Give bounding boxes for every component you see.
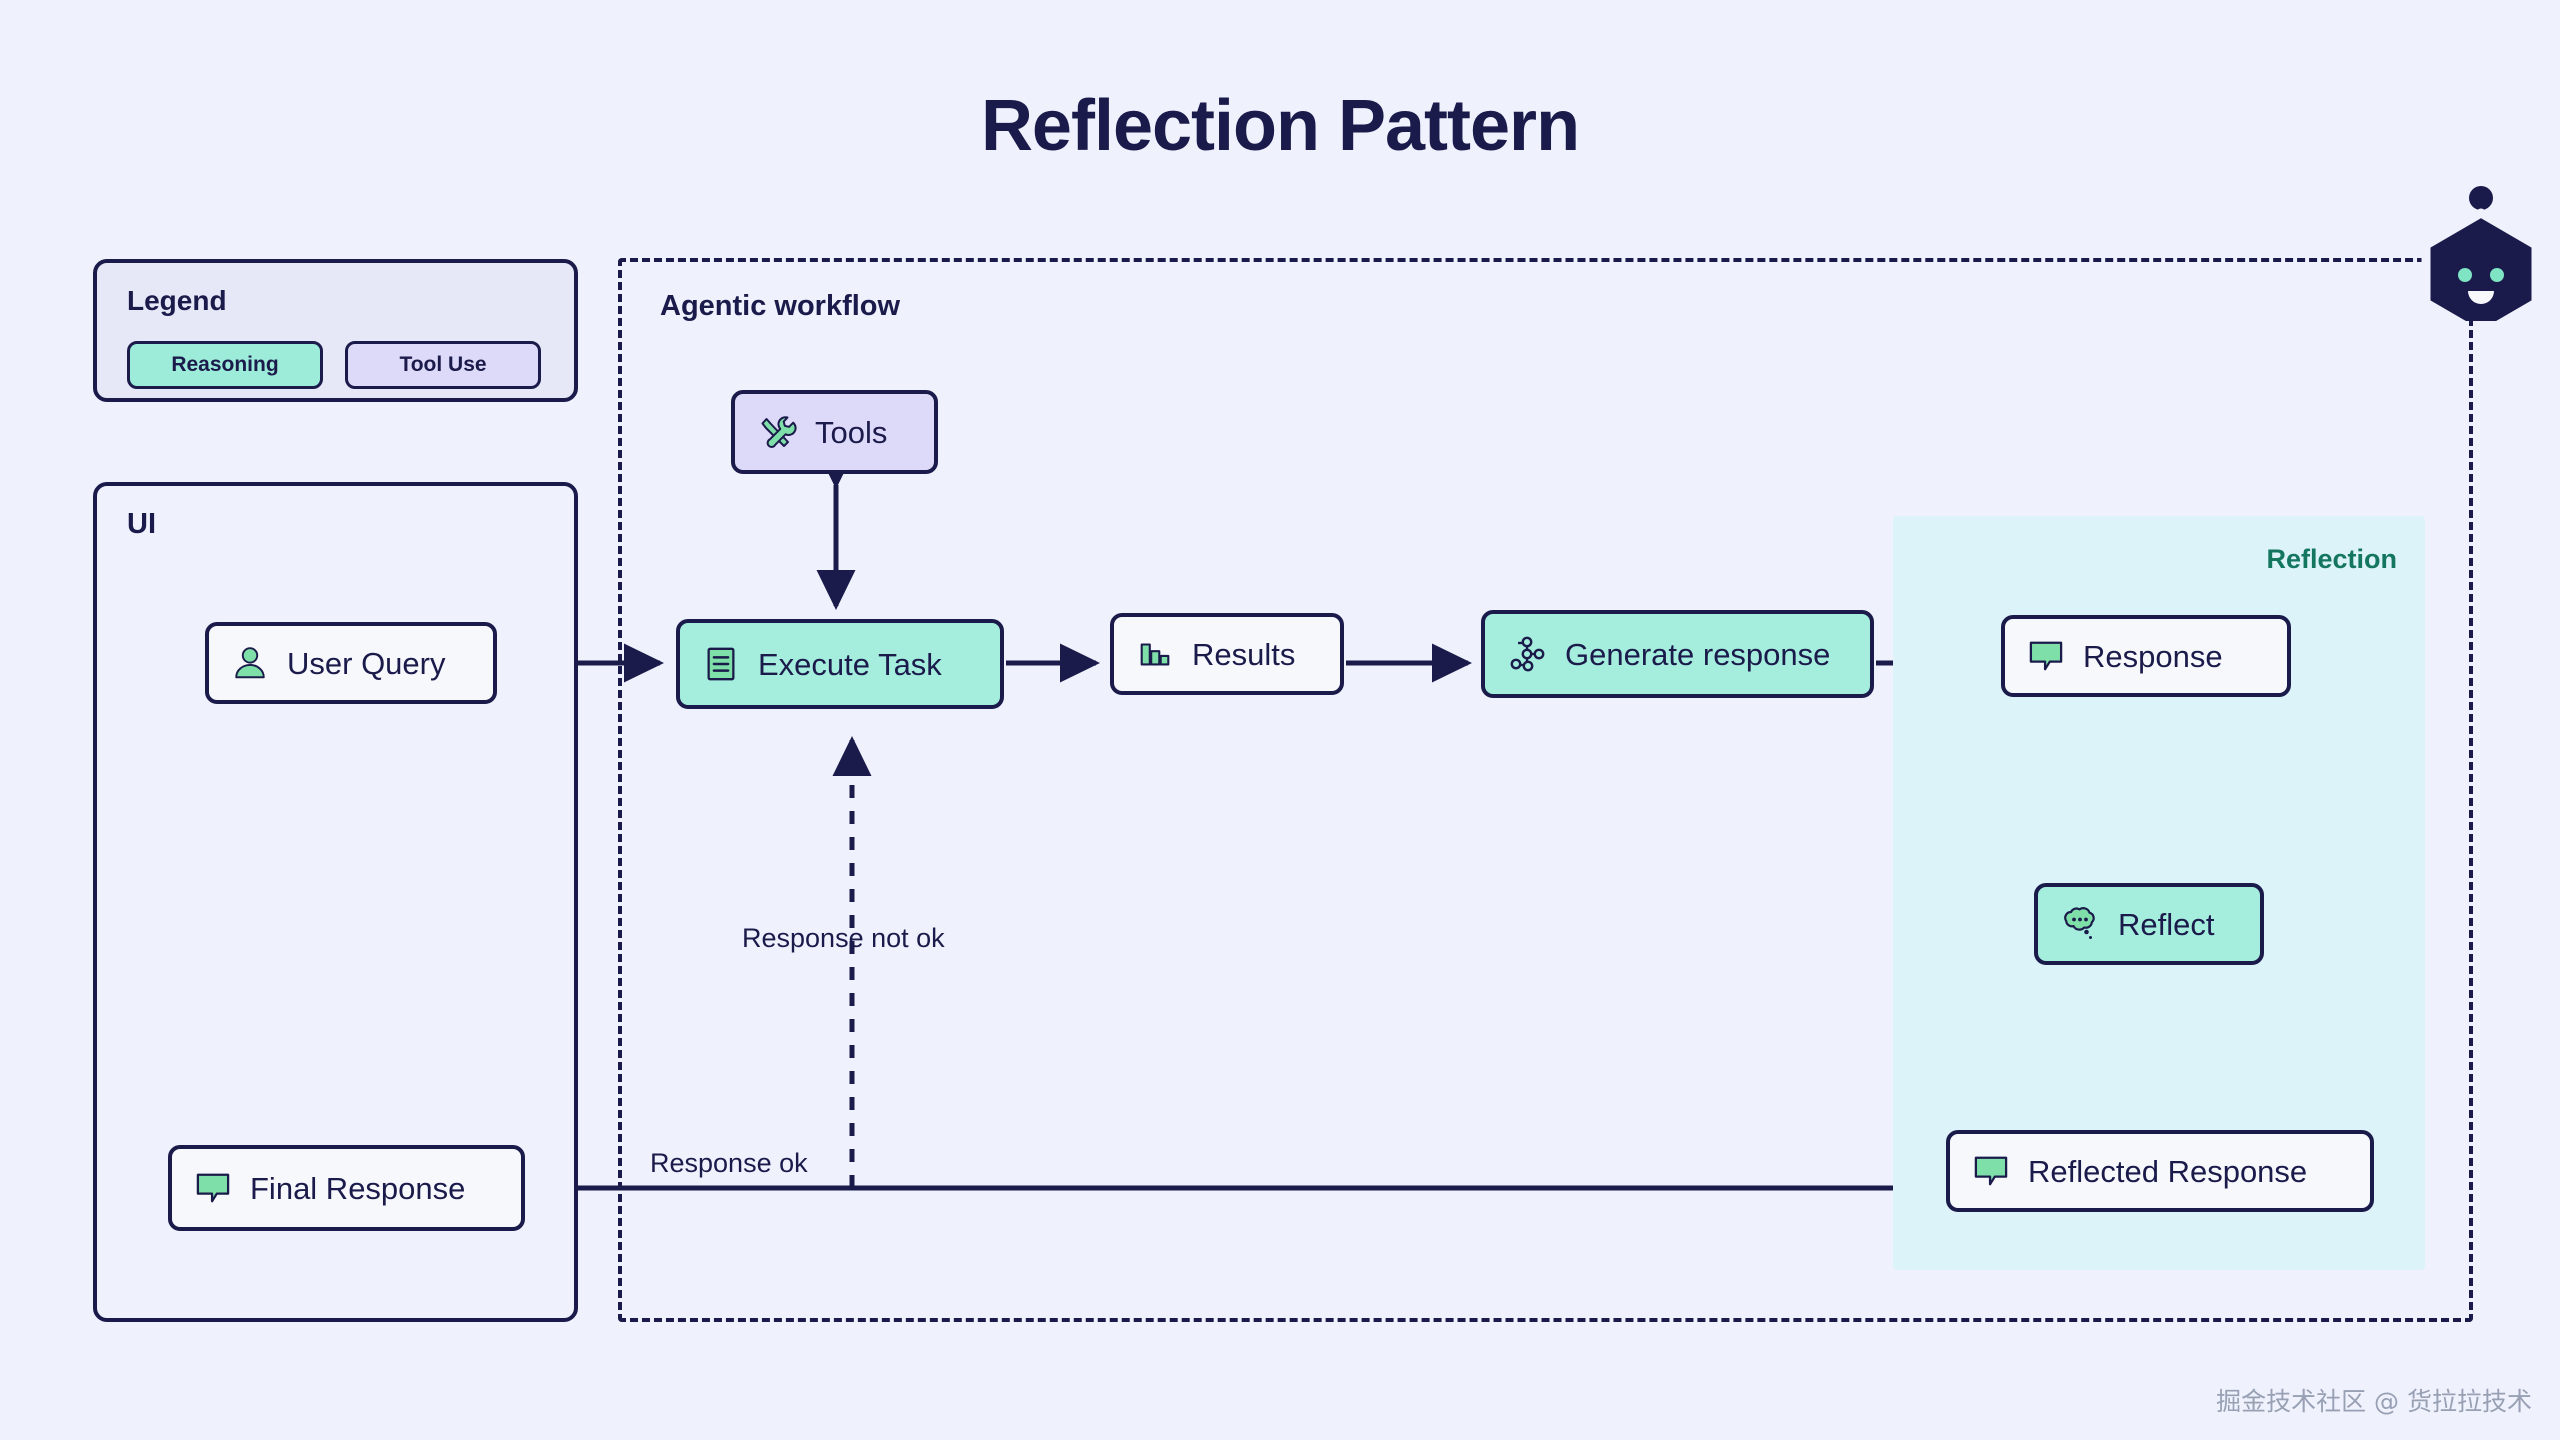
agentic-workflow-region	[618, 258, 2473, 1322]
agentic-workflow-title: Agentic workflow	[660, 290, 901, 322]
legend-chip-tool-use-label: Tool Use	[399, 353, 487, 376]
node-generate-response-label: Generate response	[1565, 636, 1831, 672]
node-reflected-response-label: Reflected Response	[2028, 1153, 2308, 1189]
legend-chip-reasoning[interactable]: Reasoning	[127, 341, 323, 389]
thought-bubble-icon	[2064, 907, 2095, 939]
watermark: 掘金技术社区 @ 货拉拉技术	[2216, 1387, 2532, 1416]
legend-title: Legend	[127, 285, 227, 316]
edge-label-response-not-ok: Response not ok	[742, 923, 945, 953]
legend-chip-reasoning-label: Reasoning	[171, 353, 279, 376]
node-execute-task[interactable]: Execute Task	[676, 619, 1004, 709]
reflection-title: Reflection	[2266, 544, 2397, 574]
node-reflected-response[interactable]: Reflected Response	[1946, 1130, 2374, 1212]
node-response[interactable]: Response	[2001, 615, 2291, 697]
node-results[interactable]: Results	[1110, 613, 1344, 695]
edge-label-response-ok: Response ok	[650, 1148, 808, 1178]
chat-bubble-icon	[196, 1173, 230, 1203]
node-user-query-label: User Query	[287, 645, 446, 681]
node-response-label: Response	[2083, 638, 2223, 674]
chat-bubble-icon	[1974, 1156, 2008, 1186]
node-graph-icon	[1510, 636, 1545, 672]
node-execute-task-label: Execute Task	[758, 646, 942, 682]
ui-panel-title: UI	[127, 508, 156, 540]
list-icon	[707, 647, 735, 681]
node-reflect-label: Reflect	[2118, 906, 2215, 942]
node-results-label: Results	[1192, 636, 1296, 672]
node-tools-label: Tools	[815, 414, 888, 450]
user-icon	[235, 647, 265, 679]
bar-chart-icon	[1140, 643, 1170, 666]
legend-panel: Legend Reasoning Tool Use	[93, 259, 578, 402]
node-tools[interactable]: Tools	[731, 390, 938, 474]
robot-head-icon	[2421, 186, 2541, 321]
node-reflect[interactable]: Reflect	[2034, 883, 2264, 965]
chat-bubble-icon	[2029, 641, 2063, 671]
page-title: Reflection Pattern	[980, 86, 1580, 166]
node-generate-response[interactable]: Generate response	[1481, 610, 1874, 698]
node-user-query[interactable]: User Query	[205, 622, 497, 704]
legend-chip-tool-use[interactable]: Tool Use	[345, 341, 541, 389]
node-final-response-label: Final Response	[250, 1170, 466, 1206]
node-final-response[interactable]: Final Response	[168, 1145, 525, 1231]
tools-icon	[761, 416, 797, 448]
